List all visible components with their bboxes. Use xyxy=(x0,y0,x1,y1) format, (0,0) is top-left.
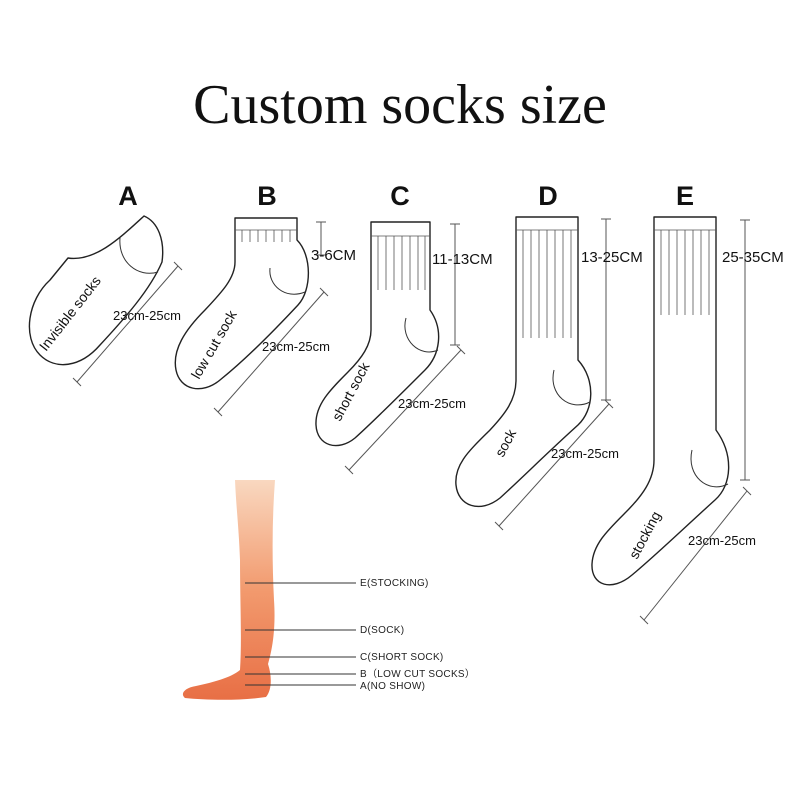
sock-c-height: 11-13CM xyxy=(432,251,493,268)
legend-low-cut-socks: B（LOW CUT SOCKS） xyxy=(360,668,475,680)
sock-a: Invisible socks 23cm-25cm xyxy=(28,215,183,387)
leg-diagram: E(STOCKING) D(SOCK) C(SHORT SOCK) B（LOW … xyxy=(182,480,475,700)
sock-b-height: 3-6CM xyxy=(311,247,356,264)
sock-e-foot-length: 23cm-25cm xyxy=(688,533,756,548)
chart-title: Custom socks size xyxy=(193,74,607,136)
sock-d-foot-length: 23cm-25cm xyxy=(551,446,619,461)
legend-sock: D(SOCK) xyxy=(360,625,404,636)
sock-b-foot-length: 23cm-25cm xyxy=(262,339,330,354)
sock-c: 11-13CM short sock 23cm-25cm xyxy=(315,221,493,475)
sock-b-ribbing xyxy=(241,230,291,242)
legend-short-sock: C(SHORT SOCK) xyxy=(360,652,444,663)
sock-c-foot-length: 23cm-25cm xyxy=(398,396,466,411)
letter-a: A xyxy=(118,181,138,211)
sock-e-ribbing xyxy=(660,230,710,315)
letter-d: D xyxy=(538,181,558,211)
letter-b: B xyxy=(257,181,277,211)
sock-a-foot-length: 23cm-25cm xyxy=(113,308,181,323)
legend-stocking: E(STOCKING) xyxy=(360,578,429,589)
sock-e: 25-35CM stocking 23cm-25cm xyxy=(591,216,784,625)
sock-d: 13-25CM sock 23cm-25cm xyxy=(455,216,643,531)
letter-e: E xyxy=(676,181,694,211)
legend-no-show: A(NO SHOW) xyxy=(360,681,425,692)
sock-c-ribbing xyxy=(377,236,426,290)
leg-illustration xyxy=(182,480,275,700)
sock-e-height: 25-35CM xyxy=(722,249,784,266)
sock-b: 3-6CM low cut sock 23cm-25cm xyxy=(174,217,356,417)
sock-d-height: 13-25CM xyxy=(581,249,643,266)
sock-d-ribbing xyxy=(522,230,572,338)
letter-c: C xyxy=(390,181,410,211)
